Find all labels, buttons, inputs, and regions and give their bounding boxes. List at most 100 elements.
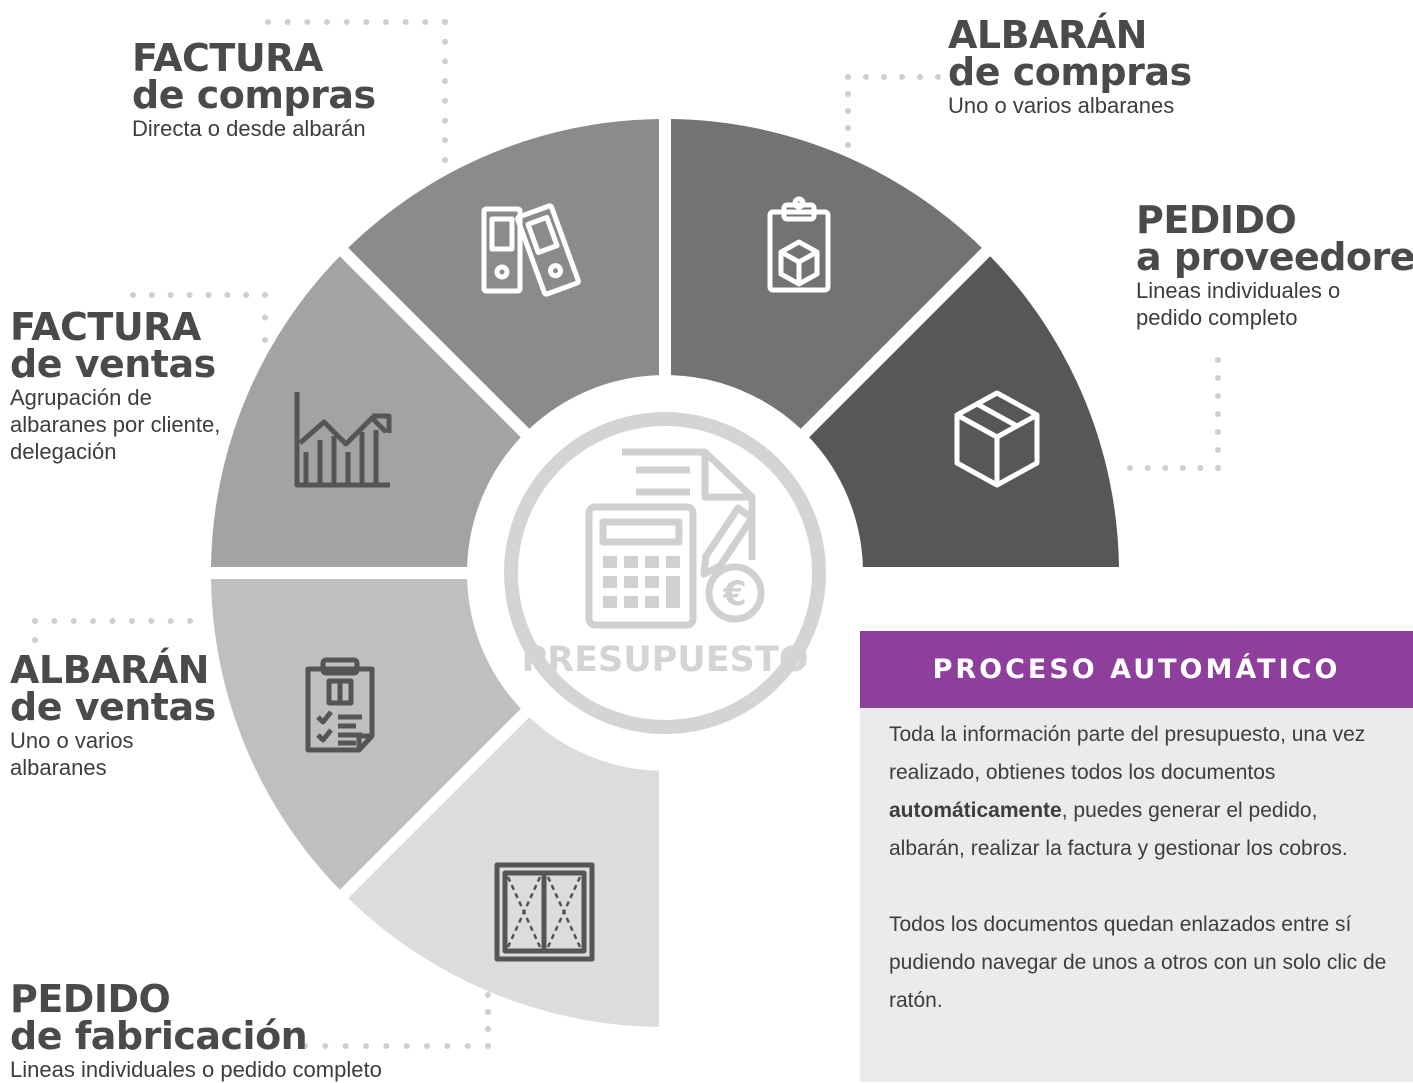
leader-dot	[167, 292, 174, 298]
leader-dot	[322, 1043, 329, 1049]
leader-dot	[845, 125, 851, 131]
leader-dot	[383, 1043, 390, 1049]
leader-dot	[485, 1009, 491, 1015]
leader-dot	[1215, 465, 1221, 471]
stage-description: Directa o desde albarán	[132, 116, 366, 141]
leader-dot	[845, 108, 851, 114]
box-icon	[954, 390, 1040, 488]
stage-subtitle: de compras	[948, 50, 1192, 94]
leader-dot	[383, 19, 389, 25]
leader-dot	[442, 58, 448, 65]
leader-dot	[187, 618, 193, 624]
panel-text: Toda la información parte del presupuest…	[889, 723, 1366, 784]
leader-dot	[442, 19, 448, 25]
leader-dot	[485, 992, 491, 998]
leader-dot	[442, 157, 448, 163]
leader-dot	[243, 292, 250, 298]
leader-dot	[442, 117, 448, 124]
leader-dots	[32, 19, 1221, 1049]
leader-dot	[917, 74, 923, 80]
stage-description: Lineas individuales o pedido completo	[10, 1057, 382, 1082]
leader-dot	[1215, 375, 1221, 381]
segment-factura-compras	[348, 119, 659, 429]
leader-dot	[148, 292, 155, 298]
stage-title: PEDIDO	[10, 977, 171, 1021]
leader-dot	[262, 314, 268, 321]
leader-dot	[442, 78, 448, 85]
stage-title: ALBARÁN	[10, 648, 209, 692]
chart-growth-icon	[294, 392, 392, 488]
leader-dot	[363, 19, 370, 25]
panel-title: PROCESO AUTOMÁTICO	[860, 631, 1413, 708]
panel-text: , puedes generar el pedido, albarán, rea…	[889, 799, 1348, 860]
leader-dot	[342, 1043, 349, 1049]
leader-dot	[130, 292, 136, 298]
panel-paragraph-2: Todos los documentos quedan enlazados en…	[889, 913, 1387, 1012]
leader-dot	[70, 618, 77, 624]
stage-label-factura-ventas: FACTURA de ventas Agrupación de albarane…	[10, 308, 225, 465]
stage-description: Uno o varios albaranes	[948, 93, 1175, 118]
stage-subtitle: a proveedores	[1136, 235, 1413, 279]
segment-factura-ventas	[211, 256, 521, 567]
panel-paragraph-1: Toda la información parte del presupuest…	[889, 716, 1393, 868]
leader-dot	[302, 1043, 308, 1049]
leader-dot	[402, 19, 409, 25]
leader-dot	[1127, 465, 1133, 471]
stage-label-albaran-compras: ALBARÁN de compras Uno o varios albarane…	[948, 13, 1192, 119]
stage-label-factura-compras: FACTURA de compras Directa o desde albar…	[132, 39, 376, 142]
leader-dot	[324, 19, 330, 25]
leader-dot	[32, 637, 38, 643]
leader-dot	[845, 74, 851, 80]
leader-dot	[442, 137, 448, 144]
leader-dot	[1215, 429, 1221, 435]
stage-subtitle: de ventas	[10, 342, 216, 386]
leader-dot	[265, 19, 271, 25]
stage-subtitle: de fabricación	[10, 1014, 308, 1058]
stage-title: PEDIDO	[1136, 198, 1297, 242]
leader-dot	[32, 618, 38, 624]
leader-dot	[422, 19, 429, 25]
stage-description: Lineas individuales o pedido completo	[1136, 278, 1341, 330]
stage-description: Uno o varios albaranes	[10, 728, 134, 780]
presupuesto-emblem: € PRESUPUESTO	[504, 412, 826, 734]
leader-dot	[1215, 411, 1221, 417]
leader-dot	[284, 19, 291, 25]
leader-dot	[167, 618, 174, 624]
leader-dot	[304, 19, 311, 25]
leader-dot	[863, 74, 869, 80]
leader-dot	[1179, 465, 1186, 471]
leader-dot	[186, 292, 193, 298]
leader-dot	[1144, 465, 1151, 471]
window-icon	[494, 862, 595, 962]
stage-label-pedido-proveedores: PEDIDO a proveedores Lineas individuales…	[1136, 198, 1413, 331]
leader-dot	[485, 1026, 491, 1032]
stage-label-albaran-ventas: ALBARÁN de ventas Uno o varios albaranes	[10, 648, 216, 781]
leader-dot	[128, 618, 135, 624]
leader-dot	[205, 292, 212, 298]
leader-dot	[1215, 447, 1221, 453]
stage-title: ALBARÁN	[948, 13, 1147, 57]
euro-glyph: €	[722, 574, 747, 614]
leader-dot	[262, 292, 268, 298]
leader-dot	[109, 618, 116, 624]
leader-dot	[403, 1043, 410, 1049]
calculator-document-icon	[585, 448, 765, 629]
leader-dot	[442, 97, 448, 104]
leader-dot	[363, 1043, 369, 1049]
leader-dot	[224, 292, 231, 298]
leader-dot	[51, 618, 58, 624]
panel-body: Toda la información parte del presupuest…	[860, 708, 1413, 1020]
stage-label-pedido-fabricacion: PEDIDO de fabricación Lineas individuale…	[10, 977, 382, 1083]
leader-dot	[1215, 357, 1221, 363]
leader-dot	[899, 74, 905, 80]
proceso-automatico-panel: PROCESO AUTOMÁTICO Toda la información p…	[860, 631, 1413, 1082]
leader-dot	[464, 1043, 471, 1049]
panel-bold-text: automáticamente	[889, 799, 1062, 822]
binders-icon	[481, 203, 581, 297]
leader-dot	[1215, 393, 1221, 399]
leader-dot	[845, 91, 851, 97]
leader-dot	[442, 38, 448, 45]
leader-dot	[148, 618, 155, 624]
leader-dot	[424, 1043, 430, 1049]
